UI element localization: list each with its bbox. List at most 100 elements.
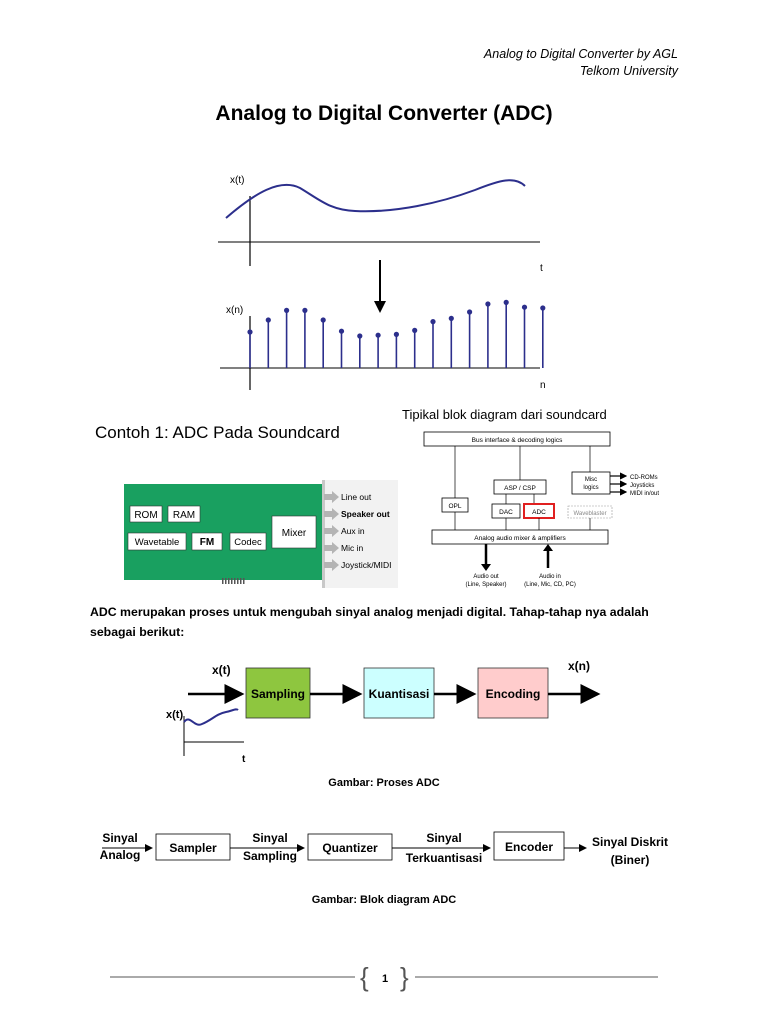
sample-point (247, 329, 253, 335)
mini-plot-label: x(t) (166, 709, 183, 721)
port-arrow (324, 491, 339, 503)
soundcard-block-diagram: Bus interface & decoding logics OPL ASP … (423, 431, 659, 588)
process-output-label: x(n) (568, 659, 590, 673)
sample-point (320, 317, 326, 323)
sample-point (540, 305, 546, 311)
audio-in-label: Audio in (539, 574, 561, 580)
svg-text:Mixer: Mixer (282, 528, 307, 539)
adc-block: ADC (523, 503, 555, 519)
process-caption: Gambar: Proses ADC (328, 777, 440, 789)
sample-point (393, 331, 399, 337)
kuantisasi-block: Kuantisasi (363, 667, 435, 719)
svg-text:Waveblaster: Waveblaster (573, 511, 606, 517)
sample-point (412, 327, 418, 333)
process-input-label: x(t) (212, 663, 231, 677)
block-diagram-heading: Tipikal blok diagram dari soundcard (402, 407, 607, 422)
sample-point (375, 332, 381, 338)
discrete-x-label: n (540, 380, 546, 391)
svg-text:Wavetable: Wavetable (135, 537, 180, 548)
edge-connector (222, 578, 245, 584)
encoder-block: Encoder (493, 831, 565, 861)
svg-text:RAM: RAM (173, 510, 195, 521)
continuous-signal-curve (225, 179, 526, 219)
chip-mixer: Mixer (271, 515, 317, 549)
chip-wavetable: Wavetable (127, 532, 187, 551)
svg-text:logics: logics (583, 485, 598, 491)
out-midi: MIDI in/out (630, 491, 659, 497)
sample-point (430, 319, 436, 325)
opl-block: OPL (441, 497, 469, 513)
mini-curve (183, 708, 239, 726)
chain-in-line1: Sinyal (102, 831, 137, 845)
port-label: Mic in (341, 543, 363, 553)
bus-block: Bus interface & decoding logics (423, 431, 611, 447)
page-number: 1 (382, 973, 388, 985)
sample-point (448, 315, 454, 321)
sample-point (265, 317, 271, 323)
chip-rom: ROM (129, 505, 163, 523)
chain-in-line2: Analog (100, 848, 141, 862)
svg-text:FM: FM (200, 537, 214, 548)
svg-text:DAC: DAC (499, 509, 513, 516)
chain-out-line2: (Biner) (611, 853, 650, 867)
misc-block: Misc logics (571, 471, 611, 495)
port-arrow (324, 508, 339, 520)
footer: { } 1 (110, 962, 658, 992)
chain-s1-line1: Sinyal (252, 831, 287, 845)
waveblaster-block: Waveblaster (567, 505, 613, 519)
port-label: Line out (341, 492, 372, 502)
footer-right-brace: } (400, 962, 409, 992)
adc-block-caption: Gambar: Blok diagram ADC (311, 894, 457, 906)
sample-point (338, 328, 345, 334)
footer-left-brace: { (360, 962, 369, 992)
port-arrow (324, 525, 339, 537)
dac-block: DAC (491, 503, 521, 519)
svg-text:OPL: OPL (448, 503, 461, 510)
chip-codec: Codec (229, 532, 267, 551)
continuous-y-label: x(t) (230, 175, 244, 186)
port-arrow (324, 559, 339, 571)
port-label: Joystick/MIDI (341, 560, 392, 570)
sample-point (503, 299, 509, 305)
svg-text:ROM: ROM (134, 510, 157, 521)
svg-text:Quantizer: Quantizer (322, 841, 378, 855)
encoding-block: Encoding (477, 667, 549, 719)
audio-out-label: Audio out (473, 574, 499, 580)
header-line-1: Analog to Digital Converter by AGL (483, 47, 678, 61)
mini-x-label: t (242, 754, 246, 765)
example-heading: Contoh 1: ADC Pada Soundcard (95, 423, 340, 442)
audio-out-sub: (Line, Speaker) (465, 582, 506, 588)
header-line-2: Telkom University (579, 64, 678, 78)
svg-text:Codec: Codec (234, 537, 262, 548)
port-arrow (324, 542, 339, 554)
chain-s2-line2: Terkuantisasi (406, 851, 482, 865)
asp-block: ASP / CSP (493, 479, 547, 495)
chain-s2-line1: Sinyal (426, 831, 461, 845)
sample-point (302, 307, 308, 313)
svg-text:Kuantisasi: Kuantisasi (369, 687, 430, 701)
signal-plot: x(t) t x(n) n (218, 175, 546, 391)
sampling-block: Sampling (245, 667, 311, 719)
soundcard-image: ROM RAM Wavetable FM Codec Mixer Line ou… (124, 480, 398, 588)
quantizer-block: Quantizer (307, 833, 393, 861)
description-paragraph: ADC merupakan proses untuk mengubah siny… (90, 605, 649, 639)
svg-text:Misc: Misc (585, 477, 597, 483)
page-title: Analog to Digital Converter (ADC) (215, 102, 553, 125)
out-joystick: Joysticks (630, 483, 654, 489)
header: Analog to Digital Converter by AGL Telko… (484, 46, 678, 80)
sample-point (485, 301, 491, 307)
sample-point (357, 333, 363, 339)
chip-ram: RAM (167, 505, 201, 523)
svg-text:Bus interface & decoding logic: Bus interface & decoding logics (472, 437, 563, 444)
chip-fm: FM (191, 532, 223, 551)
svg-text:ASP / CSP: ASP / CSP (504, 485, 536, 492)
sample-point (467, 309, 473, 315)
svg-text:Encoder: Encoder (505, 840, 553, 854)
continuous-x-label: t (540, 263, 543, 274)
port-label: Aux in (341, 526, 365, 536)
process-diagram: x(t) Sampling Kuantisasi Encoding x(n) x… (166, 659, 601, 765)
svg-text:Analog audio mixer & amplifier: Analog audio mixer & amplifiers (474, 535, 566, 542)
discrete-y-label: x(n) (226, 305, 243, 316)
sample-point (284, 307, 290, 313)
